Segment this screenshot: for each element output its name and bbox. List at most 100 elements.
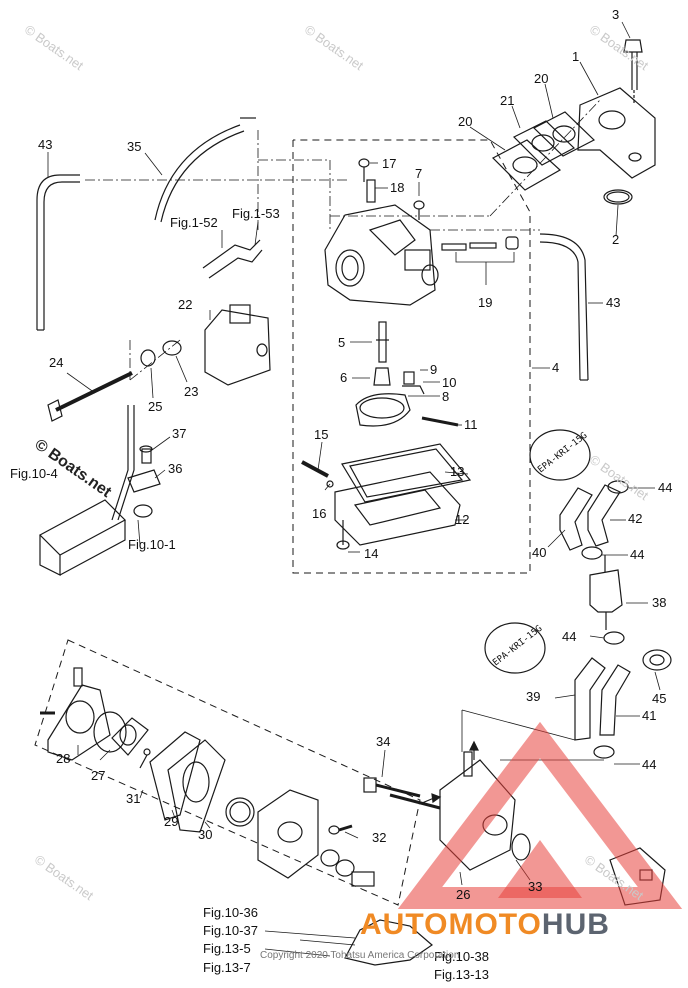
figure-ref-13-7[interactable]: Fig.13-7: [203, 960, 251, 975]
pump-cover: [257, 789, 319, 879]
part-label-32: 32: [372, 830, 387, 845]
logo-text-hub: HUB: [541, 908, 610, 941]
hose-42: [587, 484, 621, 547]
part-label-22: 22: [178, 297, 193, 312]
figure-ref-10-1[interactable]: Fig.10-1: [128, 537, 176, 552]
gasket-13: [341, 443, 472, 503]
carburetor-body: [324, 204, 436, 306]
clamp-36: [127, 469, 161, 493]
throttle-cable: [111, 405, 129, 521]
drain-screw-15: [301, 460, 329, 478]
screw-17: [358, 158, 370, 168]
fuel-pump-assembly-frame: [34, 639, 421, 906]
part-label-3: 3: [612, 7, 620, 22]
part-label-44: 44: [642, 757, 657, 772]
part-label-12: 12: [455, 512, 470, 527]
part-label-25: 25: [148, 399, 163, 414]
silencer-cover-22: [204, 309, 271, 386]
part-label-38: 38: [652, 595, 667, 610]
part-label-41: 41: [642, 708, 657, 723]
part-label-13: 13: [450, 464, 465, 479]
part-label-21: 21: [500, 93, 515, 108]
figure-ref-1-52[interactable]: Fig.1-52: [170, 215, 218, 230]
float-8: [355, 393, 411, 427]
clamp-44-c: [603, 631, 625, 645]
copyright-text: Copyright 2020 Tohatsu America Corporati…: [260, 950, 460, 961]
clamp-44-b: [581, 546, 603, 560]
part-label-4: 4: [552, 360, 560, 375]
washer-25: [140, 349, 156, 367]
screw-7: [413, 200, 425, 210]
part-label-35: 35: [127, 139, 142, 154]
clamp-44-a: [607, 480, 629, 494]
logo-mark: [397, 721, 683, 909]
fuel-pump-26: [439, 759, 516, 871]
part-label-2: 2: [612, 232, 620, 247]
needle-jet-5: [378, 321, 387, 363]
carb-assembly-frame: [292, 139, 531, 574]
pin-10: [402, 385, 425, 395]
part-label-14: 14: [364, 546, 379, 561]
gasket-29: [149, 731, 201, 821]
figure-ref-13-5[interactable]: Fig.13-5: [203, 941, 251, 956]
part-label-45: 45: [652, 691, 667, 706]
part-label-8: 8: [442, 389, 450, 404]
figure-ref-10-4[interactable]: Fig.10-4: [10, 466, 58, 481]
o-ring-33: [511, 833, 531, 861]
hose-43-left: [36, 174, 80, 330]
figure-ref-13-13[interactable]: Fig.13-13: [434, 967, 489, 982]
part-label-28: 28: [56, 751, 71, 766]
gasket-20-outer: [492, 139, 562, 191]
figure-ref-10-37[interactable]: Fig.10-37: [203, 923, 258, 938]
part-label-9: 9: [430, 362, 438, 377]
automotohub-logo: AUTOMOTOHUB: [360, 908, 610, 942]
part-label-1: 1: [572, 49, 580, 64]
grommet-45: [642, 649, 672, 671]
figure-ref-1-53[interactable]: Fig.1-53: [232, 206, 280, 221]
part-label-37: 37: [172, 426, 187, 441]
figure-ref-10-38[interactable]: Fig.10-38: [434, 949, 489, 964]
part-label-7: 7: [415, 166, 423, 181]
figure-ref-10-36[interactable]: Fig.10-36: [203, 905, 258, 920]
part-label-20: 20: [458, 114, 473, 129]
cap-19: [505, 236, 519, 250]
part-label-43: 43: [606, 295, 621, 310]
part-label-34: 34: [376, 734, 391, 749]
part-label-17: 17: [382, 156, 397, 171]
spring-18: [366, 179, 376, 203]
part-label-44: 44: [562, 629, 577, 644]
fuel-filter-38: [589, 569, 623, 613]
part-label-44: 44: [658, 480, 673, 495]
part-label-26: 26: [456, 887, 471, 902]
part-label-29: 29: [164, 814, 179, 829]
epa-tag-1: [529, 429, 591, 481]
spring: [225, 797, 255, 827]
part-label-16: 16: [312, 506, 327, 521]
part-label-42: 42: [628, 511, 643, 526]
float-valve-9: [403, 371, 415, 385]
hose-fig-1-52: [202, 239, 261, 269]
part-label-44: 44: [630, 547, 645, 562]
screw-31: [143, 748, 151, 756]
gasket-21: [512, 120, 576, 166]
logo-text-automoto: AUTOMOTO: [360, 908, 542, 941]
diaphragm-30: [167, 739, 226, 833]
part-label-15: 15: [314, 427, 329, 442]
screw-19b: [469, 242, 497, 249]
bolt-24: [55, 371, 133, 412]
part-label-5: 5: [338, 335, 346, 350]
part-label-30: 30: [198, 827, 213, 842]
part-label-10: 10: [442, 375, 457, 390]
clamp-44-d: [593, 745, 615, 759]
float-chamber-12: [334, 471, 461, 546]
fitting-fig-10-38: [344, 919, 433, 966]
check-valve: [111, 717, 149, 756]
part-label-43: 43: [38, 137, 53, 152]
diaphragm-27: [93, 711, 127, 753]
gasket-20-inner: [532, 111, 596, 157]
screw-32: [328, 825, 340, 835]
epa-tag-2: [484, 622, 546, 674]
hose-41: [599, 664, 631, 736]
part-label-27: 27: [91, 768, 106, 783]
